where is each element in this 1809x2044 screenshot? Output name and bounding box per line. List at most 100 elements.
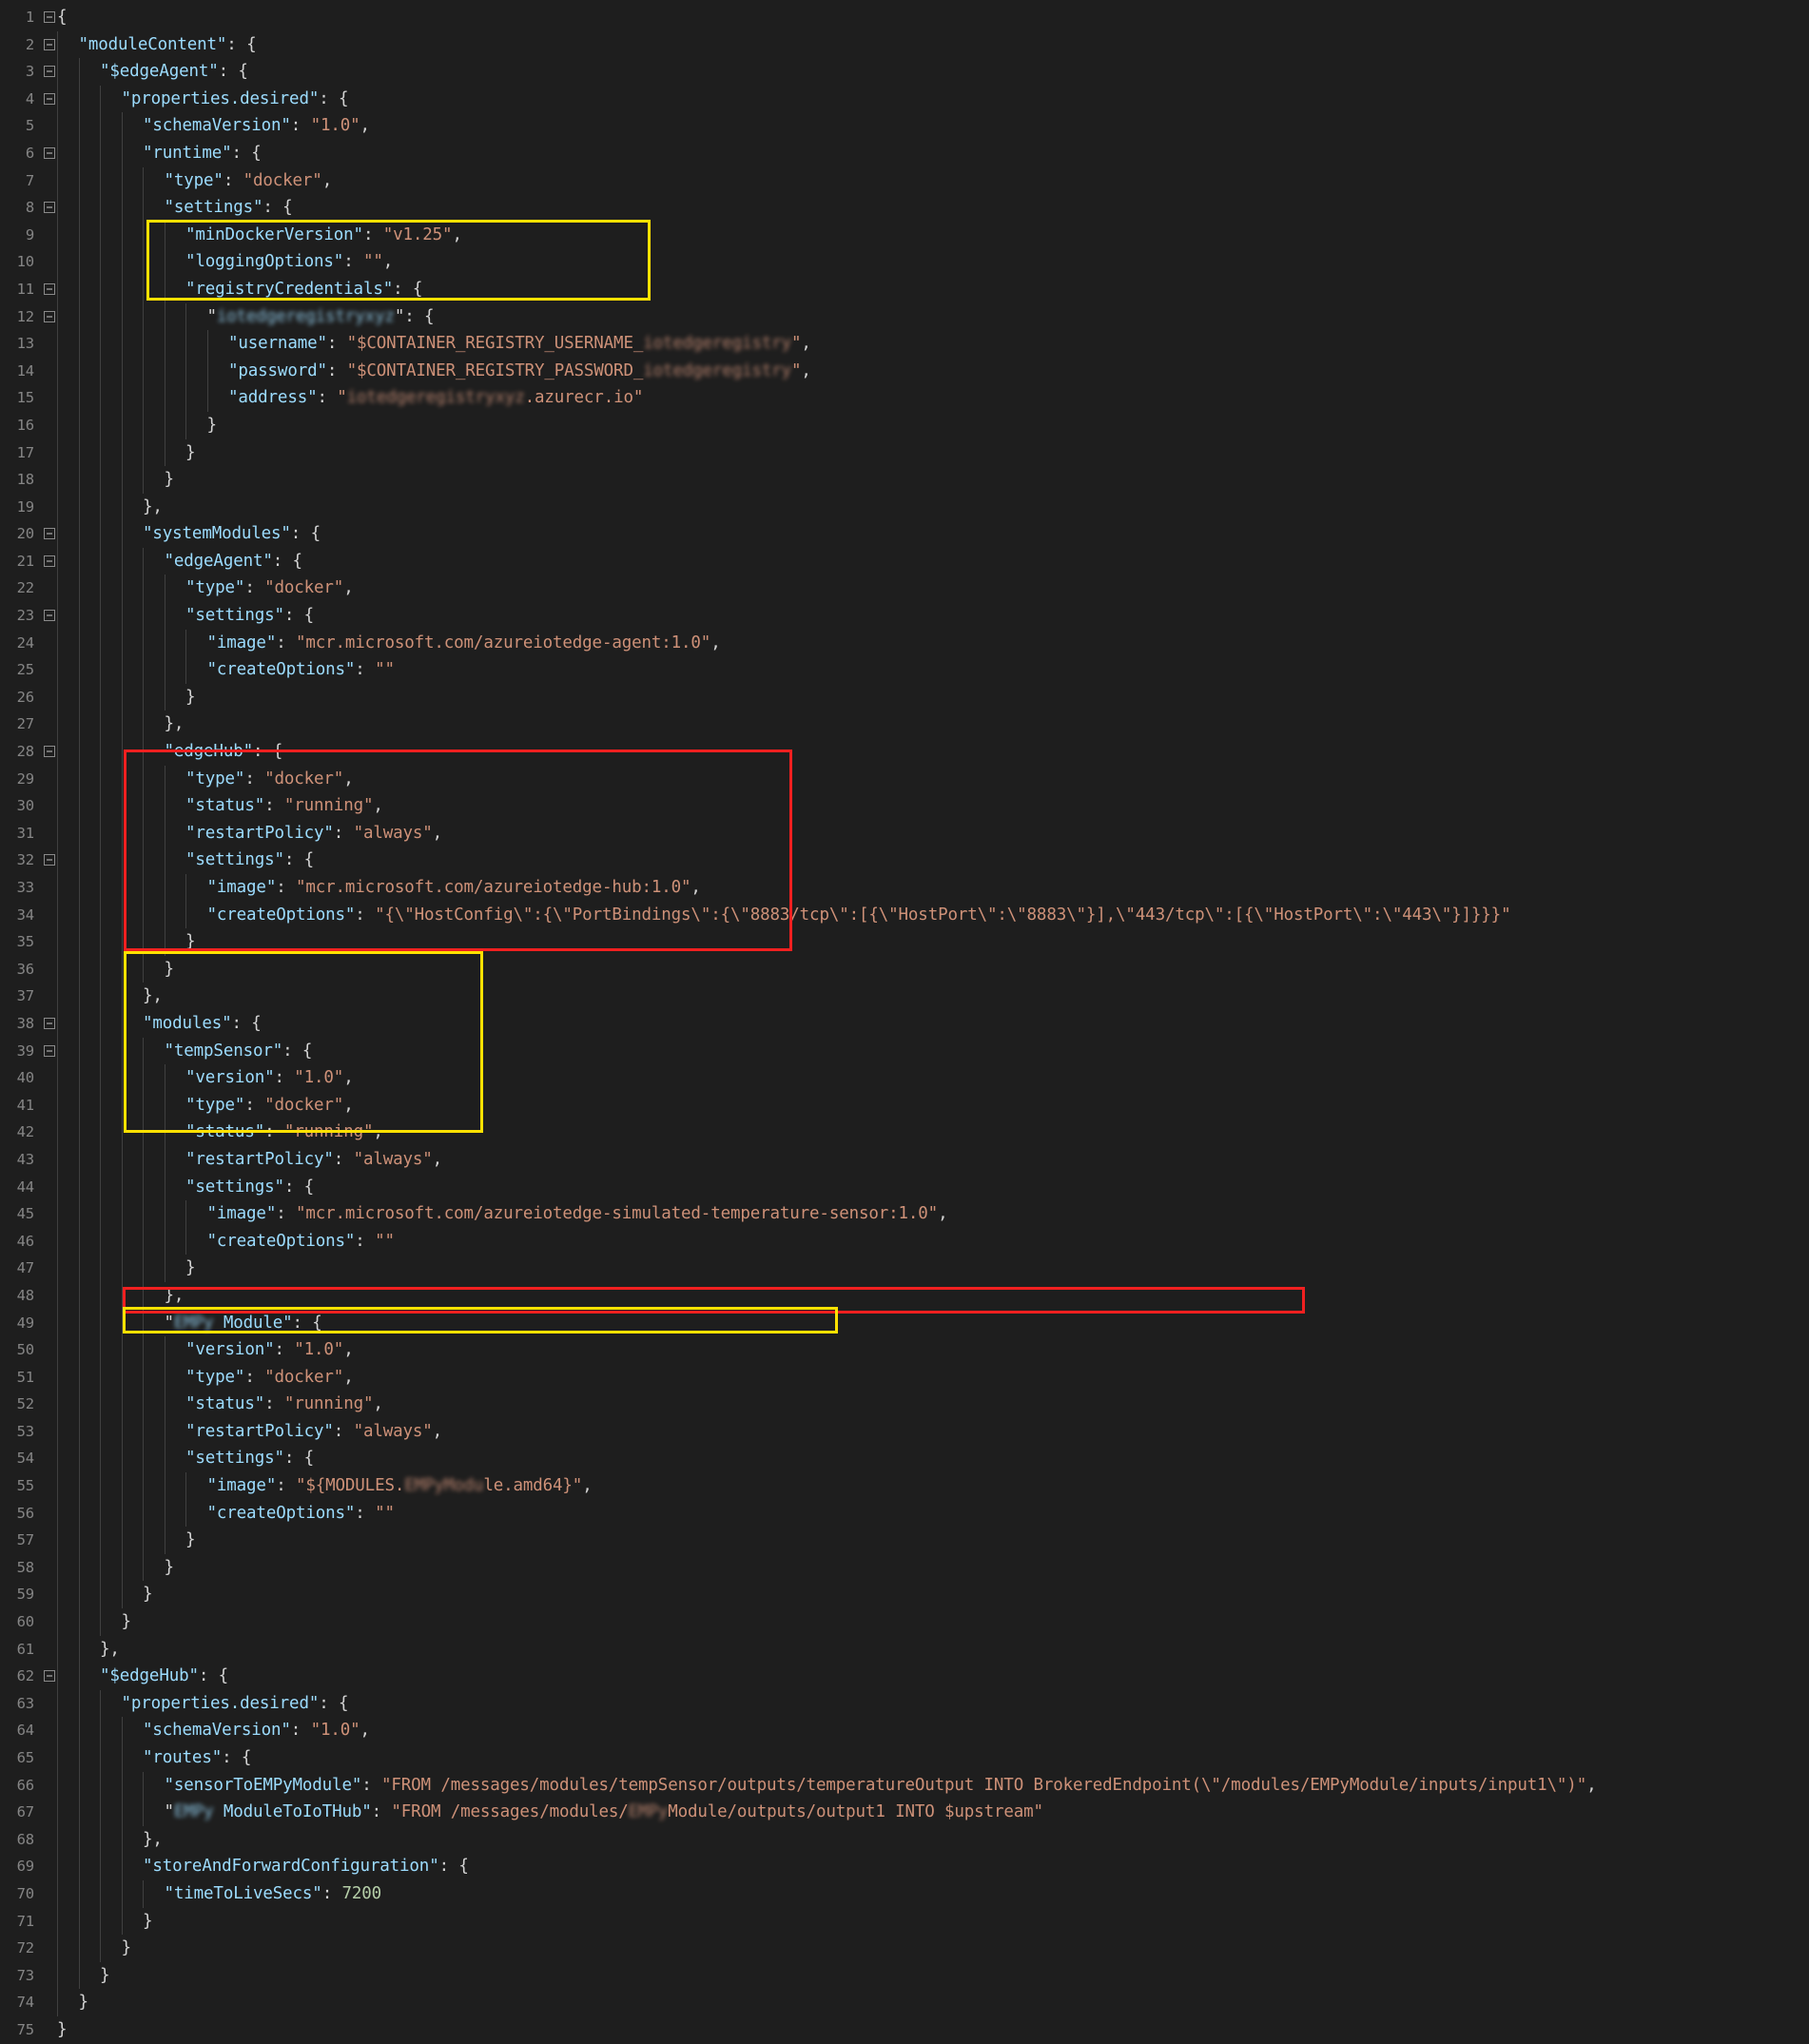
fold-collapse-icon[interactable] [42,194,57,222]
fold-collapse-icon[interactable] [42,58,57,86]
code-line[interactable]: 64"schemaVersion": "1.0", [0,1717,1809,1744]
code-line[interactable]: 23"settings": { [0,602,1809,630]
code-line[interactable]: 53"restartPolicy": "always", [0,1417,1809,1446]
code-line[interactable]: 48}, [0,1281,1809,1310]
code-line[interactable]: 52"status": "running", [0,1391,1809,1418]
code-line[interactable]: 72} [0,1935,1809,1962]
code-line[interactable]: 66"sensorToEMPyModule": "FROM /messages/… [0,1771,1809,1800]
fold-collapse-icon[interactable] [42,31,57,59]
fold-collapse-icon[interactable] [42,303,57,331]
code-line[interactable]: 54"settings": { [0,1445,1809,1473]
code-line[interactable]: 34"createOptions": "{\"HostConfig\":{\"P… [0,901,1809,929]
code-line[interactable]: 6"runtime": { [0,139,1809,167]
code-line[interactable]: 7"type": "docker", [0,166,1809,195]
code-line[interactable]: 28"edgeHub": { [0,738,1809,766]
code-line[interactable]: 62"$edgeHub": { [0,1663,1809,1690]
fold-collapse-icon[interactable] [42,276,57,303]
code-line[interactable]: 70"timeToLiveSecs": 7200 [0,1879,1809,1908]
line-text: "$edgeHub": { [100,1666,229,1686]
fold-collapse-icon[interactable] [42,847,57,874]
code-line[interactable]: 20"systemModules": { [0,520,1809,548]
code-line[interactable]: 63"properties.desired": { [0,1689,1809,1718]
code-line[interactable]: 37}, [0,983,1809,1010]
code-line[interactable]: 41"type": "docker", [0,1091,1809,1119]
code-line[interactable]: 27}, [0,711,1809,739]
code-line[interactable]: 67"EMPy ModuleToIoTHub": "FROM /messages… [0,1799,1809,1826]
code-line[interactable]: 73} [0,1961,1809,1990]
code-line[interactable]: 29"type": "docker", [0,765,1809,793]
code-line[interactable]: 49"EMPy Module": { [0,1309,1809,1337]
code-line[interactable]: 10"loggingOptions": "", [0,248,1809,276]
code-line[interactable]: 4"properties.desired": { [0,85,1809,113]
code-line[interactable]: 26} [0,683,1809,711]
code-line[interactable]: 39"tempSensor": { [0,1037,1809,1065]
code-line[interactable]: 36} [0,955,1809,983]
code-line[interactable]: 30"status": "running", [0,792,1809,820]
code-line[interactable]: 58} [0,1553,1809,1582]
code-line[interactable]: 18} [0,466,1809,494]
code-line[interactable]: 31"restartPolicy": "always", [0,819,1809,847]
code-line[interactable]: 33"image": "mcr.microsoft.com/azureioted… [0,874,1809,902]
code-line[interactable]: 24"image": "mcr.microsoft.com/azureioted… [0,629,1809,657]
code-line[interactable]: 60} [0,1608,1809,1636]
code-line[interactable]: 40"version": "1.0", [0,1064,1809,1092]
code-line[interactable]: 51"type": "docker", [0,1363,1809,1392]
code-line[interactable]: 38"modules": { [0,1009,1809,1038]
code-line[interactable]: 44"settings": { [0,1173,1809,1201]
code-line[interactable]: 43"restartPolicy": "always", [0,1145,1809,1174]
fold-collapse-icon[interactable] [42,738,57,766]
code-line[interactable]: 9"minDockerVersion": "v1.25", [0,221,1809,249]
line-number: 57 [16,1531,35,1549]
code-line[interactable]: 16} [0,411,1809,439]
code-line[interactable]: 11"registryCredentials": { [0,275,1809,303]
code-line[interactable]: 32"settings": { [0,847,1809,874]
code-line[interactable]: 15"address": "iotedgeregistryxyz.azurecr… [0,384,1809,412]
fold-collapse-icon[interactable] [42,548,57,575]
code-line[interactable]: 56"createOptions": "" [0,1499,1809,1528]
fold-collapse-icon[interactable] [42,1010,57,1038]
code-line[interactable]: 47} [0,1255,1809,1282]
code-line[interactable]: 3"$edgeAgent": { [0,58,1809,86]
code-line[interactable]: 65"routes": { [0,1744,1809,1772]
code-line[interactable]: 17} [0,438,1809,467]
code-line[interactable]: 14"password": "$CONTAINER_REGISTRY_PASSW… [0,357,1809,385]
code-line[interactable]: 12"iotedgeregistryxyz": { [0,302,1809,331]
code-line[interactable]: 69"storeAndForwardConfiguration": { [0,1853,1809,1880]
line-text: "address": "iotedgeregistryxyz.azurecr.i… [228,388,644,408]
line-number: 28 [16,743,35,761]
code-line[interactable]: 5"schemaVersion": "1.0", [0,112,1809,140]
code-line[interactable]: 46"createOptions": "" [0,1227,1809,1256]
code-line[interactable]: 19}, [0,493,1809,521]
line-text: "settings": { [185,1177,315,1197]
code-line[interactable]: 42"status": "running", [0,1119,1809,1146]
fold-collapse-icon[interactable] [42,602,57,630]
line-number: 25 [16,661,35,679]
code-line[interactable]: 22"type": "docker", [0,574,1809,603]
code-line[interactable]: 68}, [0,1825,1809,1854]
line-text: "loggingOptions": "", [185,252,394,272]
code-line[interactable]: 25"createOptions": "" [0,656,1809,684]
fold-collapse-icon[interactable] [42,1663,57,1690]
code-line[interactable]: 21"edgeAgent": { [0,547,1809,575]
fold-collapse-icon[interactable] [42,86,57,113]
code-line[interactable]: 8"settings": { [0,194,1809,222]
code-line[interactable]: 50"version": "1.0", [0,1336,1809,1364]
code-line[interactable]: 57} [0,1527,1809,1554]
code-line[interactable]: 75} [0,2016,1809,2044]
code-line[interactable]: 35} [0,928,1809,956]
fold-collapse-icon[interactable] [42,1038,57,1065]
fold-collapse-icon[interactable] [42,4,57,31]
fold-collapse-icon[interactable] [42,520,57,548]
code-line[interactable]: 61}, [0,1635,1809,1664]
fold-collapse-icon[interactable] [42,140,57,167]
code-line[interactable]: 2"moduleContent": { [0,30,1809,59]
code-line[interactable]: 13"username": "$CONTAINER_REGISTRY_USERN… [0,330,1809,358]
code-line[interactable]: 71} [0,1907,1809,1936]
code-line[interactable]: 45"image": "mcr.microsoft.com/azureioted… [0,1200,1809,1228]
code-line[interactable]: 59} [0,1581,1809,1609]
code-line[interactable]: 1{ [0,4,1809,31]
code-line[interactable]: 55"image": "${MODULES.EMPyModule.amd64}"… [0,1472,1809,1500]
code-line[interactable]: 74} [0,1989,1809,2016]
